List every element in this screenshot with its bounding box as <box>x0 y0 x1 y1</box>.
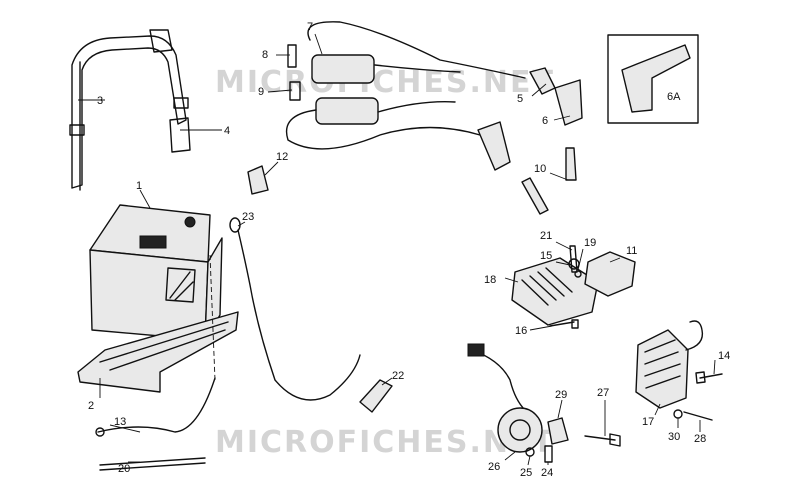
battery <box>89 204 223 341</box>
label-20: 20 <box>118 463 130 475</box>
label-19: 19 <box>584 237 596 249</box>
sleeve-9 <box>289 81 301 101</box>
label-12: 12 <box>276 151 288 163</box>
part-labels: 1 2 3 4 5 6 7 8 9 10 11 12 13 14 15 16 1… <box>88 21 730 479</box>
label-2: 2 <box>88 400 94 412</box>
label-10: 10 <box>534 163 546 175</box>
screw-16 <box>549 319 579 329</box>
label-18: 18 <box>484 274 496 286</box>
label-22: 22 <box>392 370 404 382</box>
label-3: 3 <box>97 95 103 107</box>
plug-cap-6b <box>477 121 511 171</box>
label-5: 5 <box>517 93 523 105</box>
label-16: 16 <box>515 325 527 337</box>
cable-tie-20 <box>99 457 206 471</box>
connector-12 <box>247 165 269 195</box>
label-7: 7 <box>307 21 313 33</box>
bolt-24 <box>544 445 553 463</box>
screw-28 <box>683 411 713 421</box>
pickup-26 <box>467 343 543 453</box>
label-17: 17 <box>642 416 654 428</box>
spark-plug-10a <box>565 147 577 181</box>
label-23: 23 <box>242 211 254 223</box>
label-26: 26 <box>488 461 500 473</box>
label-6a: 6A <box>667 91 681 103</box>
label-28: 28 <box>694 433 706 445</box>
bolt-21 <box>569 245 578 273</box>
label-1: 1 <box>136 180 142 192</box>
watermark-bottom: MICROFICHES.NET <box>215 425 555 460</box>
bolt-8 <box>287 44 297 68</box>
watermark-top: MICROFICHES.NET <box>215 65 555 100</box>
label-25: 25 <box>520 467 532 479</box>
label-29: 29 <box>555 389 567 401</box>
label-27: 27 <box>597 387 609 399</box>
plug-cap-6 <box>554 79 583 126</box>
relay-11 <box>584 251 636 297</box>
leader-lines <box>78 33 716 466</box>
nut-19 <box>574 270 582 278</box>
cable-23 <box>237 229 361 401</box>
ignition-unit-17 <box>635 320 704 409</box>
ignition-coils <box>285 21 526 150</box>
label-11: 11 <box>626 245 637 257</box>
label-4: 4 <box>224 125 230 137</box>
inset-box-6a <box>607 34 699 124</box>
label-24: 24 <box>541 467 553 479</box>
battery-tray <box>77 254 239 393</box>
sensor-22 <box>359 379 393 413</box>
label-8: 8 <box>262 49 268 61</box>
spark-plug-10b <box>521 177 549 215</box>
label-13: 13 <box>114 416 126 428</box>
label-21: 21 <box>540 230 552 242</box>
screw-14 <box>695 371 723 384</box>
label-9: 9 <box>258 86 264 98</box>
battery-strap <box>69 29 191 191</box>
screw-27 <box>584 433 621 447</box>
plug-cap-6a <box>621 44 691 113</box>
label-15: 15 <box>540 250 552 262</box>
sensor-29 <box>547 417 569 445</box>
label-14: 14 <box>718 350 730 362</box>
label-6: 6 <box>542 115 548 127</box>
label-30: 30 <box>668 431 680 443</box>
washer-30 <box>673 409 683 419</box>
regulator-18 <box>511 257 599 326</box>
